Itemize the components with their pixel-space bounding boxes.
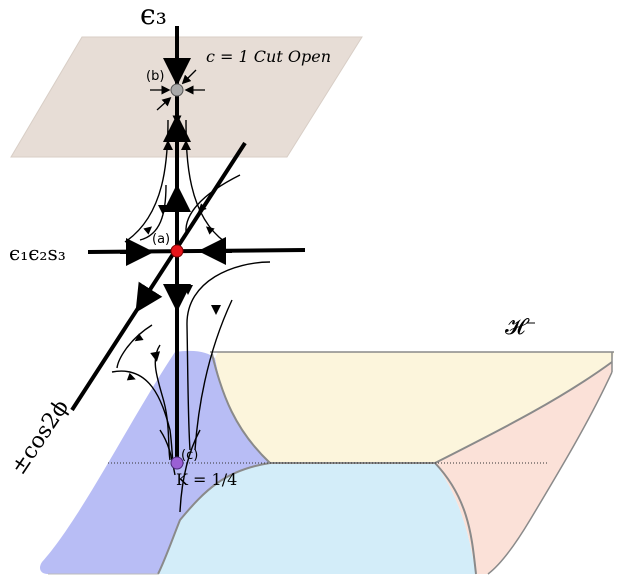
axis-diagonal-label: ±cos2ϕ xyxy=(6,395,74,479)
region-top xyxy=(215,352,614,463)
axis-left-label: ϵ₁ϵ₂s₃ xyxy=(9,241,66,265)
surface-label: 𝓗⁻ xyxy=(505,315,536,340)
axis-diagonal xyxy=(70,141,247,412)
region-bottom xyxy=(158,463,476,574)
axis-top-label: ϵ₃ xyxy=(140,0,167,31)
fixed-point-b[interactable] xyxy=(170,83,184,97)
cut-plane xyxy=(10,36,363,158)
fixed-point-c[interactable] xyxy=(170,456,184,470)
k-label: K = 1/4 xyxy=(176,470,237,489)
region-right xyxy=(435,362,612,574)
point-a-label: (a) xyxy=(152,232,170,247)
point-b-label: (b) xyxy=(146,69,164,84)
fixed-point-a[interactable] xyxy=(170,244,184,258)
region-left xyxy=(40,350,270,574)
point-c-label: (c) xyxy=(181,448,198,463)
plane-caption: c = 1 Cut Open xyxy=(206,47,331,66)
